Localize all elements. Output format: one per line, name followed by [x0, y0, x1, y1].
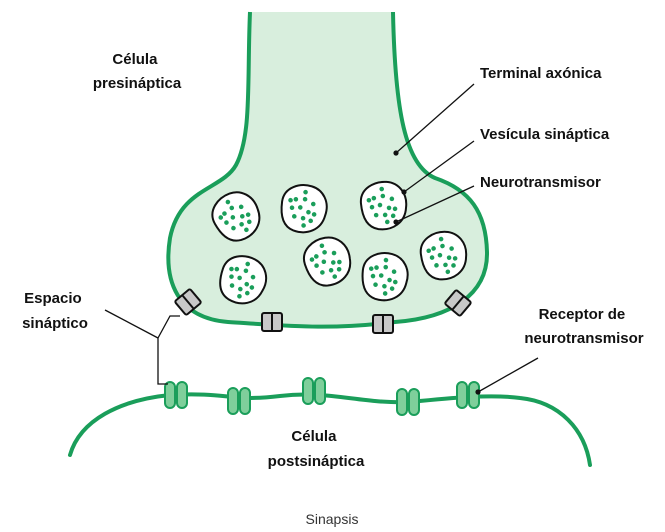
vesicle	[361, 182, 407, 230]
label-neurotransmitter: Neurotransmisor	[480, 174, 601, 191]
leader-axon-terminal	[393, 84, 474, 156]
label-postsynaptic-cell: Célula postsináptica	[268, 428, 365, 470]
channel	[262, 313, 282, 331]
receptor	[457, 382, 479, 408]
label-axon-terminal: Terminal axónica	[480, 65, 602, 82]
receptor	[165, 382, 187, 408]
receptor	[397, 389, 419, 415]
label-synaptic-vesicle: Vesícula sináptica	[480, 126, 610, 143]
leader-synaptic-cleft	[105, 310, 180, 384]
label-presynaptic-cell: Célula presináptica	[93, 51, 182, 92]
leader-receptor	[475, 358, 538, 395]
caption: Sinapsis	[306, 511, 359, 527]
channel	[373, 315, 393, 333]
label-receptor: Receptor de neurotransmisor	[524, 306, 643, 347]
vesicle	[420, 231, 468, 281]
label-synaptic-cleft: Espacio sináptico	[22, 290, 88, 332]
receptor	[303, 378, 325, 404]
receptor	[228, 388, 250, 414]
